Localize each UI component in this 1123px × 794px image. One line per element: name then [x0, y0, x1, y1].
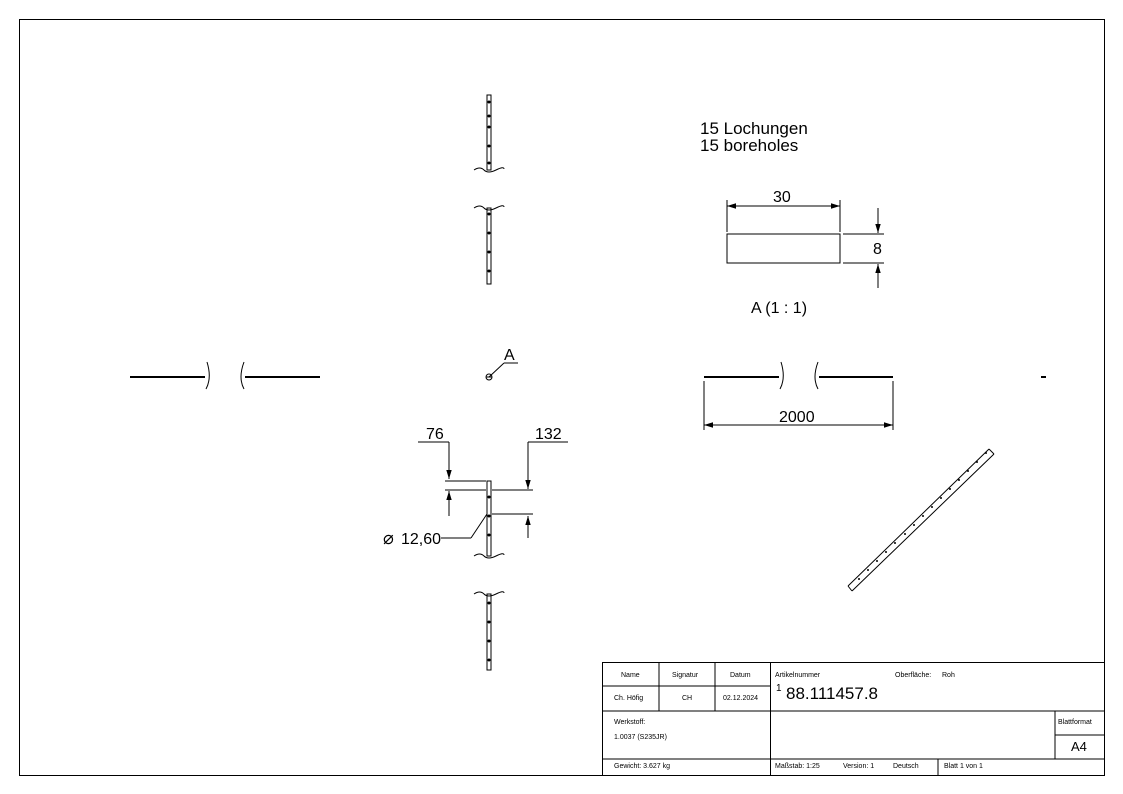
surface-value: Roh: [942, 672, 955, 679]
section-marker: A: [504, 347, 515, 364]
section-height-dim: 8: [873, 241, 882, 258]
hole-offset-1-dim: 76: [426, 426, 444, 443]
right-side-view: [703, 361, 1046, 430]
signature-header: Signatur: [672, 672, 699, 679]
signature-value: CH: [682, 695, 693, 702]
sheet-number: Blatt 1 von 1: [944, 763, 983, 770]
weight: Gewicht: 3.627 kg: [614, 763, 671, 770]
title-block-frame: [602, 662, 1105, 776]
surface-label: Oberfläche:: [895, 672, 932, 679]
note-line-2: 15 boreholes: [700, 136, 798, 155]
diameter-symbol: ⌀: [383, 528, 394, 549]
name-value: Ch. Höfig: [614, 695, 644, 702]
isometric-view: [847, 448, 995, 592]
format-label: Blattformat: [1058, 719, 1092, 726]
sheet-border: [19, 19, 1105, 776]
hole-diameter-dim: 12,60: [401, 531, 441, 548]
format-value: A4: [1071, 739, 1087, 754]
length-dim: 2000: [779, 409, 815, 426]
note-line-1: 15 Lochungen: [700, 119, 808, 138]
front-view-upper: [473, 94, 505, 285]
article-label: Artikelnummer: [775, 672, 821, 679]
material-value: 1.0037 (S235JR): [614, 734, 667, 741]
date-value: 02.12.2024: [723, 695, 759, 702]
section-label: A (1 : 1): [751, 300, 807, 317]
version: Version: 1: [843, 763, 875, 770]
name-header: Name: [621, 672, 640, 679]
article-prefix: 1: [776, 683, 782, 694]
date-header: Datum: [730, 672, 751, 679]
scale: Maßstab: 1:25: [775, 763, 820, 770]
hole-offset-2-dim: 132: [535, 426, 562, 443]
article-number: 88.111457.8: [786, 684, 879, 703]
end-view: [485, 362, 518, 381]
front-view-lower: [473, 480, 505, 671]
language: Deutsch: [893, 763, 919, 770]
section-width-dim: 30: [773, 189, 791, 206]
material-label: Werkstoff:: [614, 719, 646, 726]
left-side-view: [130, 361, 320, 390]
section-a-view: [726, 200, 884, 288]
hole-dimensions: [418, 441, 568, 539]
